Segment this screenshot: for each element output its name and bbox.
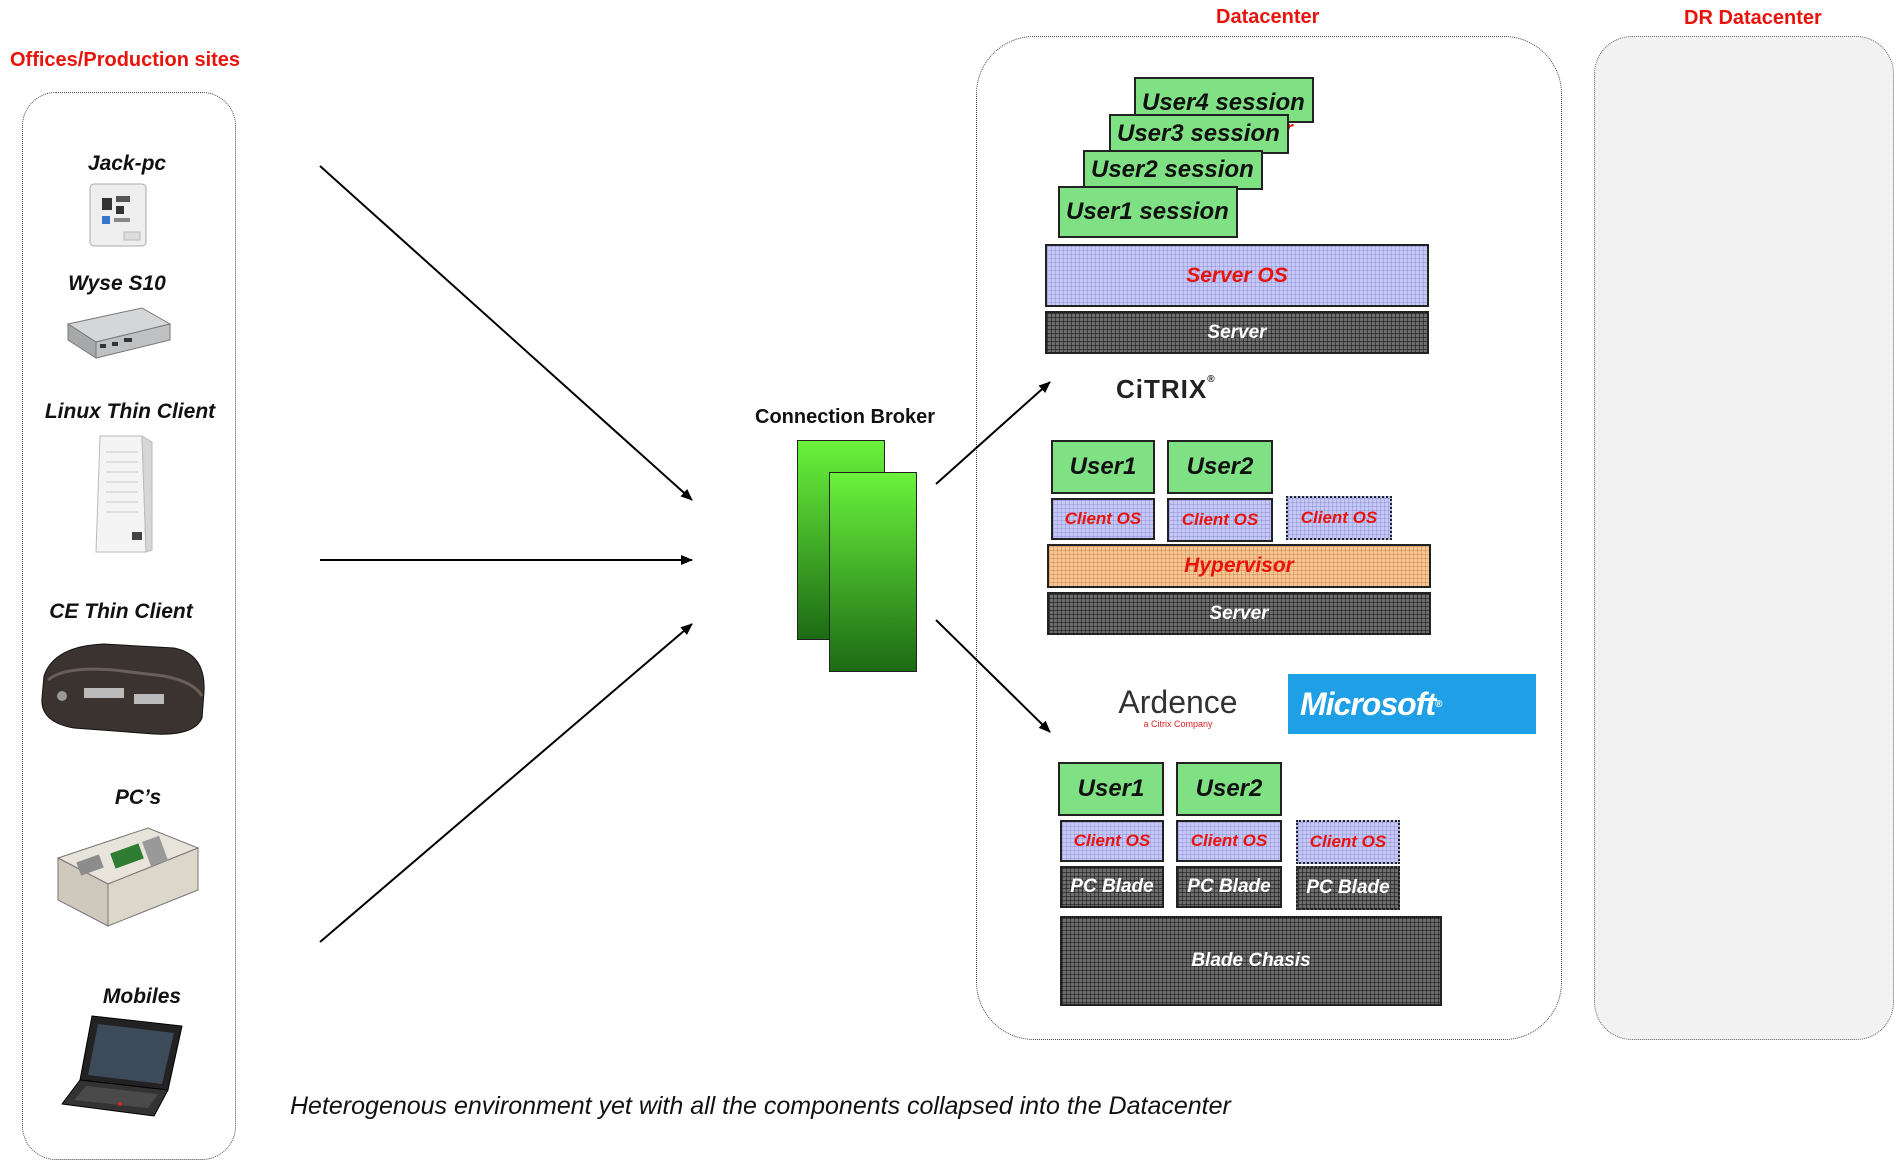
hypervisor-layer: Hypervisor xyxy=(1047,544,1431,588)
dr-datacenter-panel xyxy=(1594,36,1894,1040)
citrix-logo: CiTRIX® xyxy=(1116,374,1216,404)
blade-client-os-1: Client OS xyxy=(1060,820,1164,862)
pc-blade-3: PC Blade xyxy=(1296,866,1400,910)
device-label-ce-thin-client: CE Thin Client xyxy=(49,600,193,623)
broker-label: Connection Broker xyxy=(755,406,936,428)
device-label-linux-thin-client: Linux Thin Client xyxy=(44,400,216,423)
vdi-client-os-1: Client OS xyxy=(1051,498,1155,540)
blade-chassis: Blade Chasis xyxy=(1060,916,1442,1006)
blade-user2: User2 xyxy=(1176,762,1282,816)
arrow-to-citrix xyxy=(935,381,1051,485)
ardence-tagline: a Citrix Company xyxy=(1143,719,1213,729)
pc-chassis-icon xyxy=(56,827,200,927)
microsoft-logo: Microsoft® xyxy=(1288,674,1536,734)
blade-user1: User1 xyxy=(1058,762,1164,816)
pc-blade-2: PC Blade xyxy=(1176,866,1282,908)
vdi-client-os-3: Client OS xyxy=(1286,496,1392,540)
blade-client-os-3: Client OS xyxy=(1296,820,1400,864)
device-label-jack-pc: Jack-pc xyxy=(87,152,167,175)
vdi-server-hardware-layer: Server xyxy=(1047,592,1431,635)
thin-client-icon xyxy=(66,307,172,359)
device-label-mobiles: Mobiles xyxy=(102,985,182,1008)
laptop-icon xyxy=(61,1015,183,1117)
vdi-client-os-2: Client OS xyxy=(1167,498,1273,542)
broker-server-front xyxy=(829,472,917,672)
diagram-caption: Heterogenous environment yet with all th… xyxy=(290,1092,1231,1120)
pc-blade-1: PC Blade xyxy=(1060,866,1164,908)
datacenter-panel xyxy=(976,36,1562,1040)
server-hardware-layer: Server xyxy=(1045,311,1429,354)
arrow-top xyxy=(319,165,693,501)
vdi-user2: User2 xyxy=(1167,440,1273,494)
user3-session: User3 session xyxy=(1109,114,1289,154)
user1-session: User1 session xyxy=(1058,186,1238,238)
blade-client-os-2: Client OS xyxy=(1176,820,1282,862)
tower-thin-client-icon xyxy=(95,435,153,553)
offices-header: Offices/Production sites xyxy=(10,49,241,71)
jack-pc-icon xyxy=(89,183,147,247)
ardence-logo: Ardence a Citrix Company xyxy=(1098,684,1258,729)
user2-session: User2 session xyxy=(1083,150,1263,190)
arrow-bottom xyxy=(319,623,693,943)
dr-datacenter-header: DR Datacenter xyxy=(1684,7,1822,29)
device-label-wyse-s10: Wyse S10 xyxy=(68,272,166,295)
device-label-pcs: PC’s xyxy=(114,786,162,809)
vdi-user1: User1 xyxy=(1051,440,1155,494)
ce-thin-client-icon xyxy=(41,643,205,735)
ardence-name: Ardence xyxy=(1118,684,1238,720)
datacenter-header: Datacenter xyxy=(1216,6,1320,28)
server-os-layer: Server OS xyxy=(1045,244,1429,307)
arrow-to-blades xyxy=(935,619,1051,733)
